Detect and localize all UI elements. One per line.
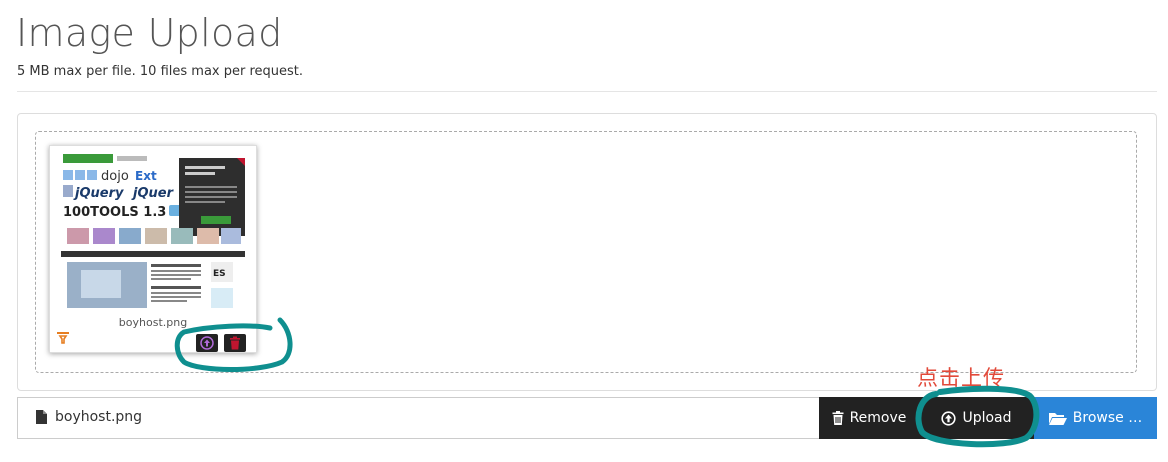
file-delete-button[interactable] <box>224 334 246 352</box>
remove-button[interactable]: Remove <box>819 397 919 439</box>
svg-text:ES: ES <box>213 269 226 279</box>
file-input-bar: boyhost.png Remove Upload Browse … <box>17 397 1157 439</box>
svg-text:100TOOLS 1.3: 100TOOLS 1.3 <box>63 205 166 220</box>
annotation-label: 点击上传 <box>917 366 1005 390</box>
header-divider <box>17 91 1157 92</box>
trash-icon <box>832 411 844 425</box>
file-preview-image: dojo Ext jQuery jQuer 100TOOLS 1.3 <box>61 152 245 310</box>
page-subtitle: 5 MB max per file. 10 files max per requ… <box>17 64 304 79</box>
selected-file-name: boyhost.png <box>55 409 143 425</box>
svg-text:jQuery: jQuery <box>73 186 124 201</box>
file-preview-caption: boyhost.png <box>118 316 188 329</box>
remove-button-label: Remove <box>849 410 907 426</box>
file-preview-card: dojo Ext jQuery jQuer 100TOOLS 1.3 <box>49 145 257 353</box>
upload-panel: dojo Ext jQuery jQuer 100TOOLS 1.3 <box>17 113 1157 391</box>
svg-text:jQuer: jQuer <box>131 186 175 201</box>
browse-button[interactable]: Browse … <box>1034 397 1157 439</box>
folder-open-icon <box>1048 413 1067 425</box>
upload-circle-icon <box>941 410 957 426</box>
upload-button-label: Upload <box>962 410 1012 426</box>
file-upload-button[interactable] <box>196 334 218 352</box>
drag-handle-icon[interactable] <box>56 330 70 344</box>
trash-icon <box>230 336 240 350</box>
upload-circle-icon <box>200 336 214 350</box>
selected-file: boyhost.png <box>36 409 142 425</box>
file-icon <box>36 410 47 424</box>
svg-text:Ext: Ext <box>135 169 157 183</box>
browse-button-label: Browse … <box>1072 410 1143 426</box>
upload-button[interactable]: Upload <box>919 397 1034 439</box>
drop-zone[interactable]: dojo Ext jQuery jQuer 100TOOLS 1.3 <box>35 131 1137 373</box>
page-title: Image Upload <box>16 11 283 55</box>
svg-text:dojo: dojo <box>101 169 129 184</box>
